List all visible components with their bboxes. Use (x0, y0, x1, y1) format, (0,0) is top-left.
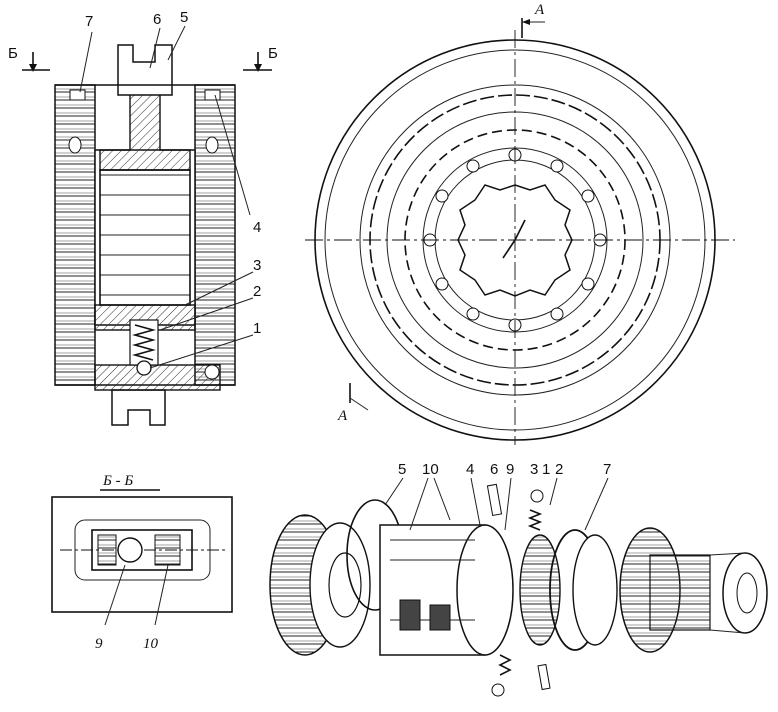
spring (129, 319, 159, 376)
bb-label-9: 9 (95, 636, 103, 652)
section-bb-frame (51, 496, 233, 613)
pin-6 (486, 483, 503, 517)
cut-marker-left: Б (8, 45, 50, 72)
top-fork (117, 44, 173, 96)
cut-marker-a-bottom: A (337, 383, 369, 424)
ex-label-1: 1 (542, 461, 550, 478)
cut-marker-a-top: A (521, 2, 545, 38)
ex-label-7: 7 (603, 461, 611, 478)
ball-3 (530, 489, 544, 503)
ex-label-3: 3 (530, 461, 538, 478)
ex-label-5: 5 (398, 461, 406, 478)
ball (136, 360, 152, 376)
center-plate (99, 69, 191, 171)
exploded-view: 5 10 4 6 9 3 1 2 7 (269, 461, 768, 697)
section-bb-title: Б - Б (102, 473, 133, 489)
ex-label-2: 2 (555, 461, 563, 478)
front-view: A A (305, 2, 735, 445)
cut-marker-right: Б (243, 45, 278, 72)
cut-label-a-bottom: A (337, 408, 348, 424)
right-gear-rim (194, 84, 236, 386)
bb-block-10 (154, 534, 181, 566)
bottom-fork (111, 389, 166, 426)
label-3: 3 (253, 257, 261, 274)
cut-label-left: Б (8, 45, 18, 62)
label-4: 4 (253, 219, 261, 236)
ex-label-4: 4 (466, 461, 474, 478)
cut-label-a-top: A (534, 2, 545, 18)
label-2: 2 (253, 283, 261, 300)
label-7: 7 (85, 13, 93, 30)
ex-label-9: 9 (506, 461, 514, 478)
section-bb: Б - Б 9 10 (51, 473, 233, 652)
label-6: 6 (153, 11, 161, 28)
ex-label-6: 6 (490, 461, 498, 478)
bb-label-10: 10 (143, 636, 159, 652)
cut-label-right: Б (268, 45, 278, 62)
ex-label-10: 10 (422, 461, 439, 478)
label-1: 1 (253, 320, 261, 337)
bb-pin-9 (117, 537, 143, 563)
left-gear-rim (54, 84, 96, 386)
hub (94, 149, 196, 326)
spring-2 (527, 509, 543, 531)
label-5: 5 (180, 9, 188, 26)
pin-ring (423, 148, 607, 332)
section-view: Б Б 7 6 5 4 3 2 1 (8, 9, 278, 426)
